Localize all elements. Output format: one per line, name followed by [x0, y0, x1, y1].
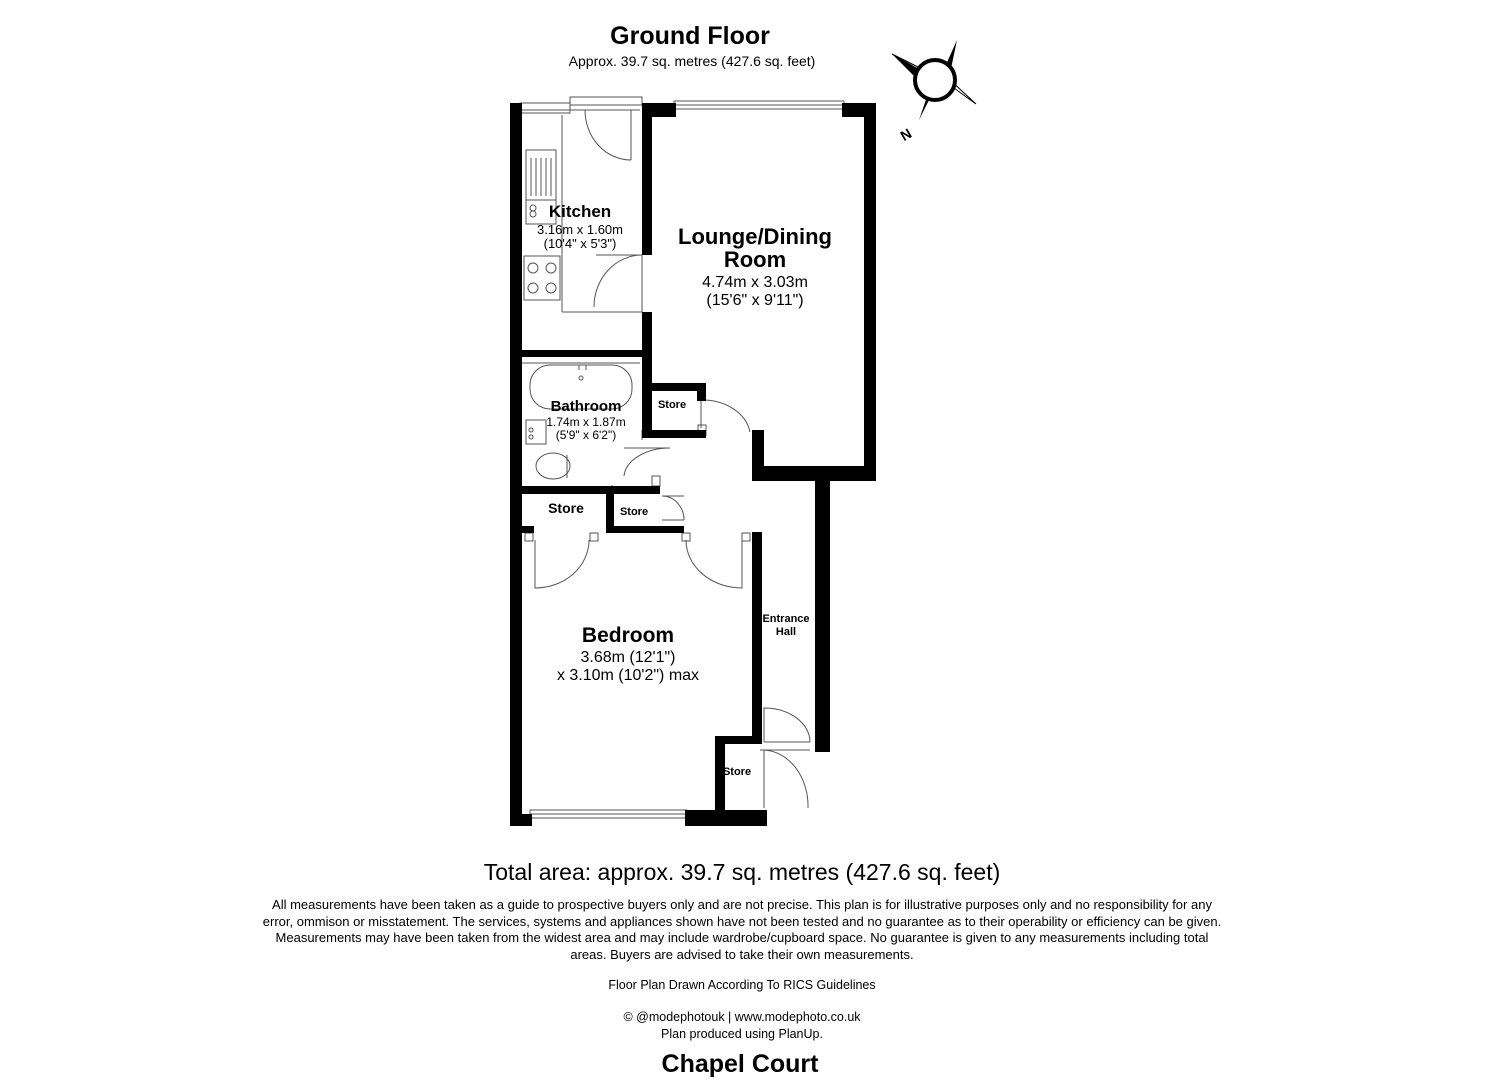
lounge-dimensions-metric: 4.74m x 3.03m	[702, 274, 808, 291]
store-lounge-label: Store	[658, 399, 686, 411]
store-entrance-label: Store	[723, 766, 751, 778]
bathroom-name: Bathroom	[551, 398, 622, 415]
kitchen-fittings	[523, 109, 643, 308]
property-name: Chapel Court	[661, 1050, 819, 1078]
copyright-line: © @modephotouk | www.modephoto.co.uk	[623, 1010, 861, 1024]
entrance-hall-name-line2: Hall	[776, 626, 796, 638]
compass-icon: N	[891, 40, 977, 144]
store-left-label: Store	[548, 500, 584, 516]
compass-north-label: N	[898, 125, 915, 144]
bathroom-fittings	[522, 362, 671, 487]
lounge-name-line1: Lounge/Dining	[678, 224, 832, 249]
store-mid-label: Store	[620, 506, 648, 518]
bedroom-name: Bedroom	[582, 624, 674, 647]
entrance-hall-name-line1: Entrance	[762, 613, 809, 625]
bathroom-dimensions-imperial: (5'9" x 6'2")	[556, 428, 616, 442]
floor-plan: N	[510, 40, 977, 826]
lounge-name-line2: Room	[724, 247, 786, 272]
plan-produced-line: Plan produced using PlanUp.	[661, 1027, 823, 1041]
floor-area-subtitle: Approx. 39.7 sq. metres (427.6 sq. feet)	[568, 53, 816, 69]
kitchen-name: Kitchen	[549, 202, 611, 221]
total-area: Total area: approx. 39.7 sq. metres (427…	[483, 859, 1001, 885]
bedroom-dimensions-line1: 3.68m (12'1")	[581, 649, 676, 666]
bedroom-dimensions-line2: x 3.10m (10'2") max	[557, 667, 699, 684]
kitchen-dimensions-metric: 3.16m x 1.60m	[537, 222, 623, 237]
rics-guidelines-note: Floor Plan Drawn According To RICS Guide…	[608, 978, 876, 992]
lounge-dimensions-imperial: (15'6" x 9'11")	[706, 292, 803, 309]
bathroom-dimensions-metric: 1.74m x 1.87m	[546, 415, 625, 429]
disclaimer-text: All measurements have been taken as a gu…	[262, 897, 1222, 962]
floor-title: Ground Floor	[610, 22, 770, 50]
kitchen-dimensions-imperial: (10'4" x 5'3")	[544, 236, 617, 251]
